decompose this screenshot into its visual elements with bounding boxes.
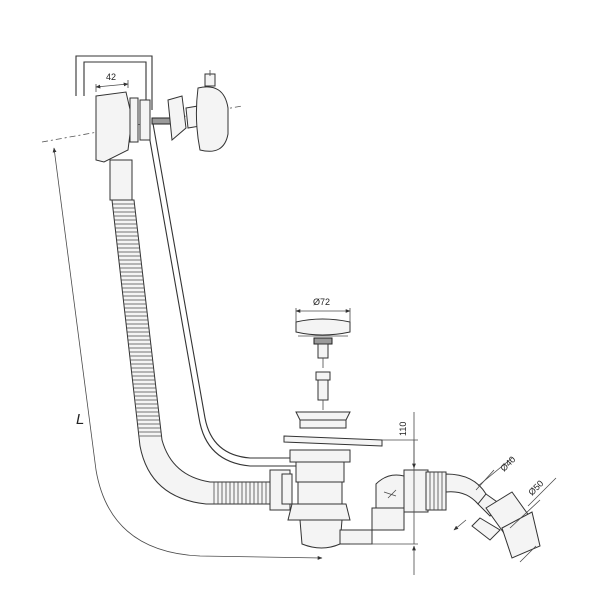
drain-plug (295, 318, 351, 410)
bath-bottom (283, 435, 383, 447)
dimension-110: 110 (350, 412, 418, 575)
dimension-diameter-50-label: Ø50 (526, 478, 545, 497)
overflow-head (95, 70, 229, 163)
dimension-diameter-72-label: Ø72 (313, 297, 330, 307)
dimension-diameter-40-label: Ø40 (498, 454, 517, 473)
trap (339, 469, 541, 559)
drain-body (269, 411, 383, 549)
dimension-110-label: 110 (398, 422, 408, 436)
dimension-L-label: L (76, 411, 84, 428)
dimension-42: 42 (95, 72, 129, 92)
dimension-L: L (52, 147, 323, 560)
dimension-42-label: 42 (106, 72, 116, 82)
overflow-cover (195, 86, 229, 152)
trap-ribs (429, 472, 443, 510)
flexible-hose (109, 159, 273, 505)
dimension-diameter-72: Ø72 (295, 297, 351, 322)
